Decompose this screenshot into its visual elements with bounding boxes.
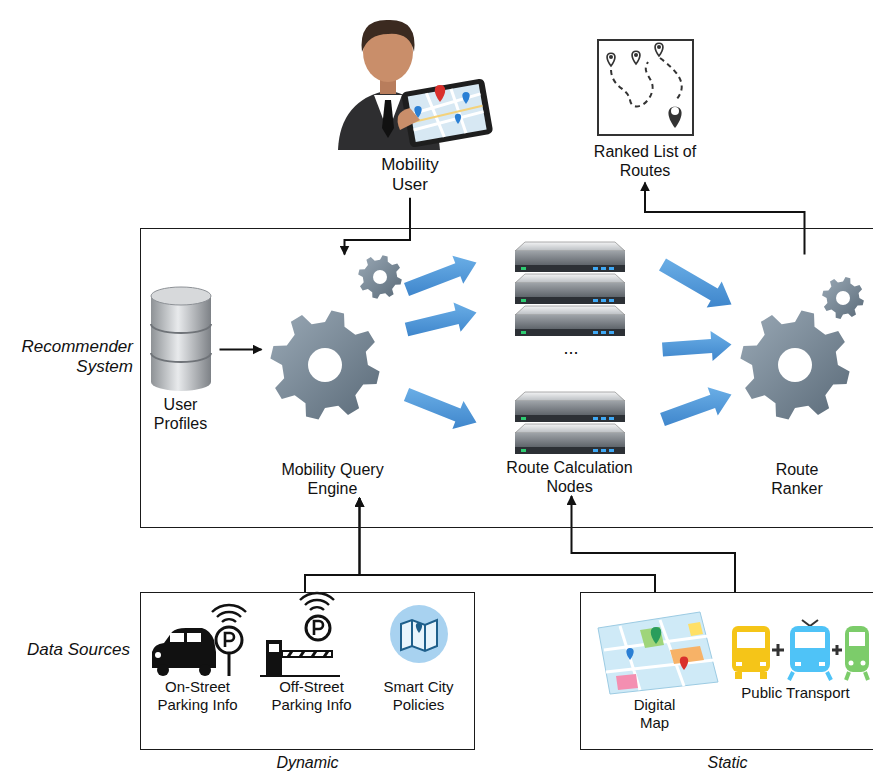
- node-label: User Profiles: [143, 395, 219, 433]
- connector: [645, 182, 805, 254]
- node-label: Route Ranker: [762, 460, 832, 498]
- node-label: Mobility User: [370, 155, 450, 196]
- source-node: On-Street Parking Info: [146, 600, 250, 714]
- node-label: On-Street Parking Info: [146, 678, 250, 714]
- gear-icon: [270, 310, 379, 419]
- group-heading: Dynamic: [141, 753, 474, 772]
- connector: [305, 498, 360, 592]
- group-heading: Recommender System: [1, 337, 133, 378]
- connector: [360, 498, 656, 592]
- node-label: Ranked List of Routes: [585, 142, 705, 180]
- flow-arrow: [660, 387, 731, 426]
- node-label: Mobility Query Engine: [262, 460, 404, 498]
- connector: [572, 496, 736, 592]
- source-group: StaticDigital MapPublic Transport: [580, 592, 873, 750]
- route-list-node: Ranked List of Routes: [585, 38, 705, 180]
- node-label: Smart City Policies: [371, 678, 466, 714]
- flow-arrow: [404, 388, 477, 429]
- source-node: Off-Street Parking Info: [256, 600, 368, 714]
- node-label: Public Transport: [722, 684, 870, 702]
- node-label: Route Calculation Nodes: [495, 458, 645, 496]
- gear-icon: [740, 310, 849, 419]
- flow-arrow: [405, 303, 477, 337]
- source-node: Smart City Policies: [368, 600, 470, 714]
- server-node: Route Calculation Nodes: [480, 240, 660, 496]
- engine-node: Mobility Query Engine: [262, 255, 404, 498]
- source-group: DynamicOn-Street Parking InfoOff-Street …: [140, 592, 475, 750]
- user-icon-node: Mobility User: [335, 5, 485, 196]
- flow-arrow: [662, 331, 732, 361]
- source-node: Public Transport: [722, 600, 870, 702]
- flow-arrow: [404, 256, 477, 296]
- ranker-node: Route Ranker: [735, 255, 860, 498]
- database-node: User Profiles: [143, 283, 219, 433]
- connector: [345, 198, 411, 255]
- flow-arrow: [659, 258, 732, 307]
- gear-icon: [358, 255, 402, 299]
- node-label: Off-Street Parking Info: [262, 678, 362, 714]
- ellipsis: ...: [556, 338, 586, 360]
- connector: [404, 256, 477, 429]
- gear-icon: [822, 277, 864, 319]
- connector: [659, 258, 732, 426]
- section-label: Data Sources: [5, 640, 130, 660]
- group-heading: Static: [581, 753, 873, 772]
- source-node: Digital Map: [590, 600, 720, 732]
- system-panel: Recommender SystemUser ProfilesMobility …: [140, 228, 873, 528]
- connector: [220, 349, 262, 351]
- node-label: Digital Map: [625, 696, 685, 732]
